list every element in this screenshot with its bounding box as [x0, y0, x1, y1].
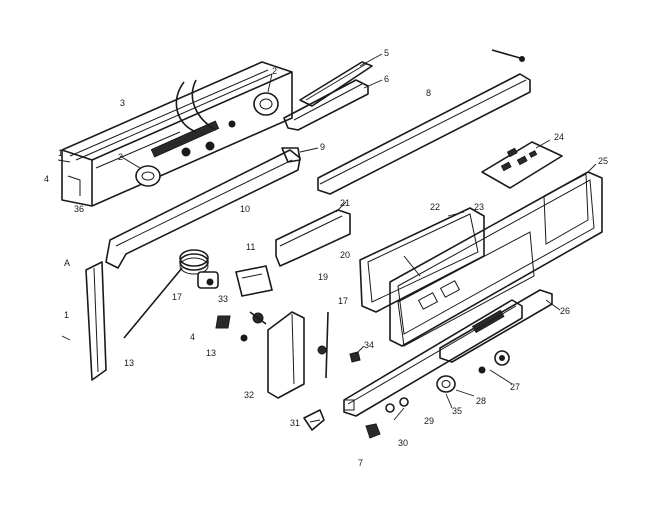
side-trim-strip [85, 261, 107, 381]
lamp-bulb-left [135, 165, 161, 187]
callout-26: 26 [560, 306, 570, 316]
callout-19: 19 [318, 272, 328, 282]
callout-4b: 4 [190, 332, 195, 342]
callout-30: 30 [398, 438, 408, 448]
handle-bracket [283, 79, 369, 131]
lamp-bulb-right [253, 92, 279, 116]
top-screw [491, 49, 525, 62]
callout-23: 23 [474, 202, 484, 212]
callout-32: 32 [244, 390, 254, 400]
callout-31: 31 [290, 418, 300, 428]
callout-25: 25 [598, 156, 608, 166]
callout-5: 5 [384, 48, 389, 58]
rod-17 [317, 311, 329, 379]
callout-2b: 2 [118, 152, 123, 162]
relay-block [235, 265, 273, 297]
callout-8: 8 [426, 88, 431, 98]
bracket-31 [303, 409, 325, 431]
callout-11: 11 [246, 242, 255, 252]
control-board-strip [439, 289, 553, 363]
callout-35: 35 [452, 406, 462, 416]
knob-27 [478, 350, 510, 374]
callout-7: 7 [358, 458, 363, 468]
cover-bracket [275, 209, 351, 267]
control-housing [359, 207, 485, 313]
callout-13b: 13 [124, 358, 134, 368]
side-panel [267, 311, 305, 399]
callout-28: 28 [476, 396, 486, 406]
light-bracket-panel [61, 61, 293, 207]
callout-21: 21 [340, 198, 350, 208]
small-knobs-29 [385, 397, 409, 413]
callout-24: 24 [554, 132, 564, 142]
callout-17b: 17 [338, 296, 348, 306]
callout-6: 6 [384, 74, 389, 84]
callout-17a: 17 [172, 292, 182, 302]
callout-9: 9 [320, 142, 325, 152]
handle-bar [299, 61, 373, 107]
callout-33: 33 [218, 294, 228, 304]
lamp-wiring [175, 79, 236, 157]
control-overlay-label [481, 141, 563, 189]
callout-13a: 13 [206, 348, 216, 358]
lower-switch-trim [343, 299, 523, 417]
callout-3: 3 [120, 98, 125, 108]
nut-34 [349, 351, 361, 363]
callout-2a: 2 [272, 66, 277, 76]
callout-1b: 1 [64, 310, 69, 320]
callout-29: 29 [424, 416, 434, 426]
lower-rail [105, 147, 301, 269]
callout-A: A [64, 258, 70, 268]
callout-1a: 1 [58, 148, 63, 158]
callout-20: 20 [340, 250, 350, 260]
screw-15 [240, 334, 248, 342]
clip-33 [249, 311, 267, 325]
top-trim [317, 73, 531, 195]
callout-34: 34 [364, 340, 374, 350]
switch-component [197, 271, 219, 289]
callout-4a: 4 [44, 174, 49, 184]
wire-coil [123, 249, 209, 339]
knob-35 [436, 375, 456, 393]
callout-labels: 1 4 36 3 2 2 5 6 8 9 10 21 24 25 22 23 1… [44, 48, 608, 468]
callout-36: 36 [74, 204, 84, 214]
bracket-4 [215, 315, 231, 329]
callout-10: 10 [240, 204, 250, 214]
knob-30 [365, 423, 381, 439]
callout-leaders [57, 53, 597, 423]
callout-22: 22 [430, 202, 440, 212]
callout-27: 27 [510, 382, 520, 392]
